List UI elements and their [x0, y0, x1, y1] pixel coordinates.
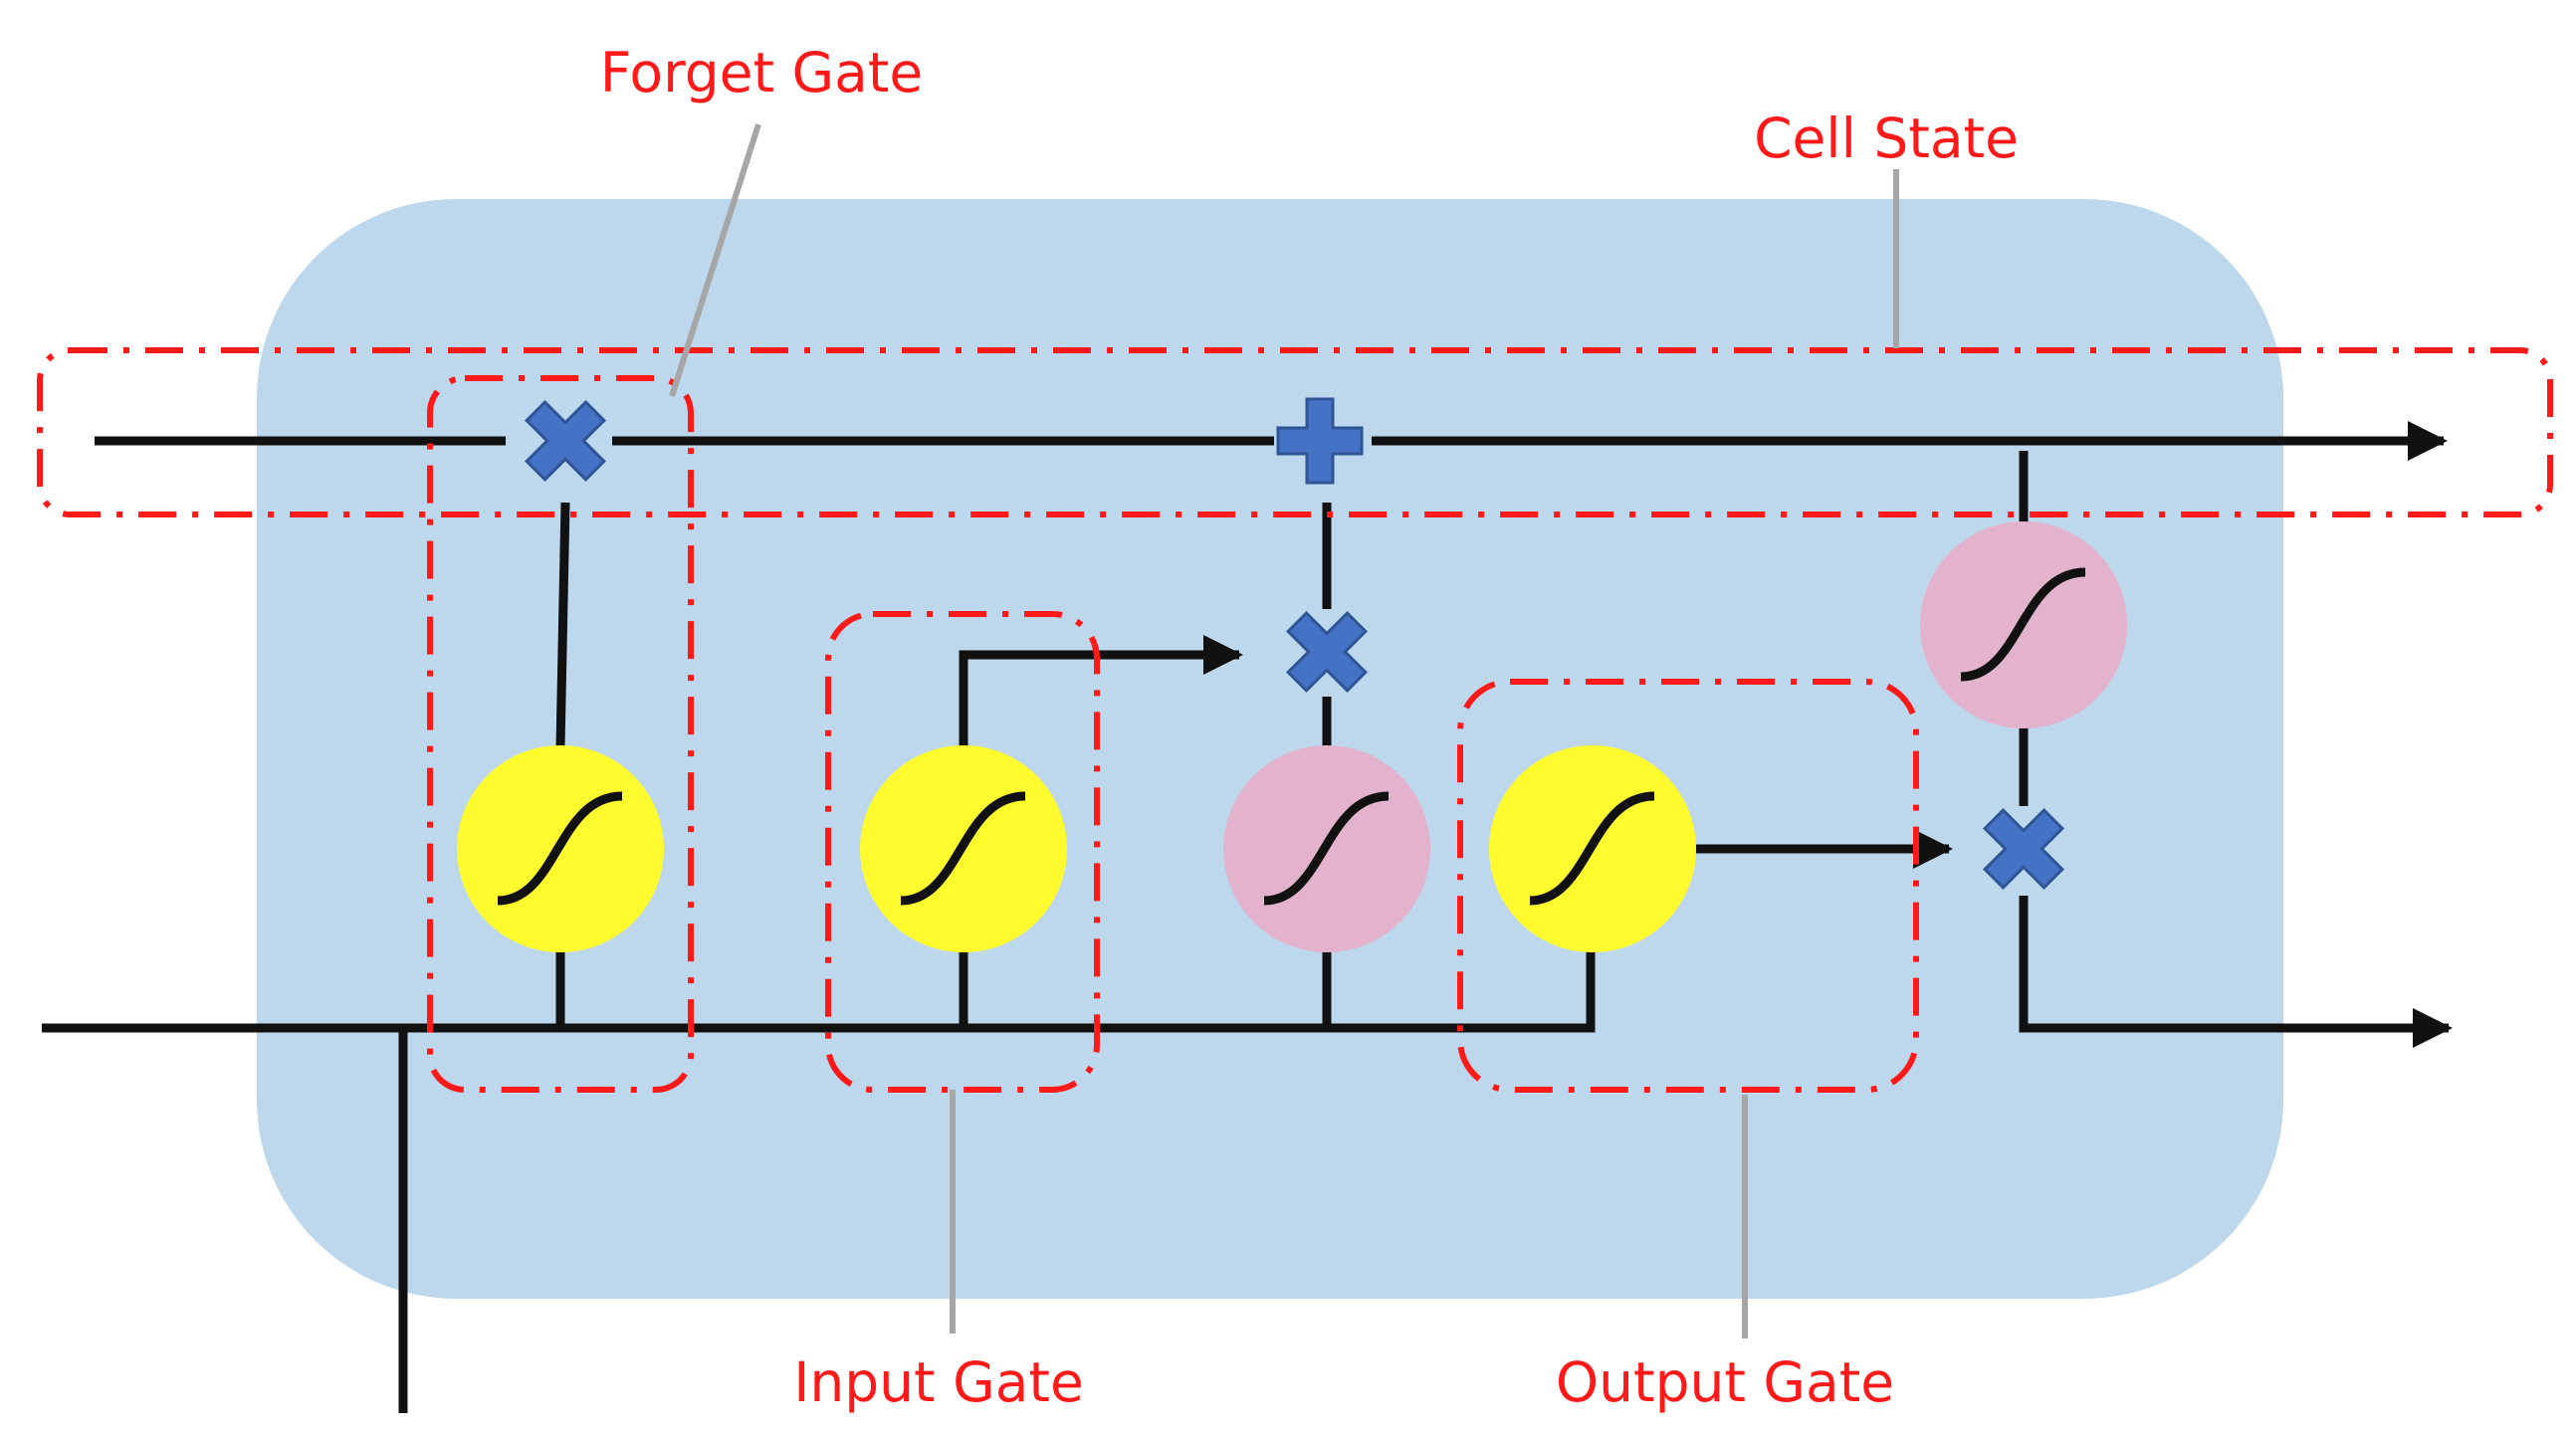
- connection-lines: [42, 421, 2453, 1413]
- leader-lines: [669, 123, 1899, 1338]
- forget-gate-box: [427, 375, 694, 1093]
- input-gate-label: Input Gate: [793, 1350, 1084, 1414]
- annotation-boxes: [37, 347, 2553, 1093]
- forget-gate-leader: [669, 123, 761, 397]
- output-hidden-line: [2019, 896, 2453, 1048]
- sigmoid-curve-icon: [1529, 791, 1655, 906]
- multiply-icon-input: [1285, 610, 1369, 694]
- output-gate-box: [1457, 679, 1919, 1093]
- multiply-icon-output: [1982, 807, 2065, 891]
- tanh-curve-icon: [1960, 567, 2086, 682]
- sigmoid-node-output: [1489, 745, 1696, 952]
- forget-sigmoid-up-line: [555, 502, 570, 747]
- cell-state-label: Cell State: [1754, 106, 2019, 170]
- sigmoid-curve-icon: [900, 791, 1026, 906]
- forget-gate-label: Forget Gate: [600, 41, 924, 104]
- tanh-node-candidate: [1223, 745, 1430, 952]
- multiply-icon-forget: [524, 399, 607, 483]
- tanh-node-cell-output: [1920, 521, 2127, 728]
- add-icon-cell-state: [1276, 397, 1364, 485]
- tanh-curve-icon: [1263, 791, 1390, 906]
- sigmoid-node-input: [860, 745, 1067, 952]
- cell-state-box: [37, 347, 2553, 517]
- sigmoid-node-forget: [457, 745, 664, 952]
- input-gate-box: [825, 611, 1100, 1093]
- output-gate-label: Output Gate: [1556, 1350, 1894, 1414]
- input-sigmoid-up-line: [959, 635, 1243, 746]
- sigmoid-curve-icon: [497, 791, 623, 906]
